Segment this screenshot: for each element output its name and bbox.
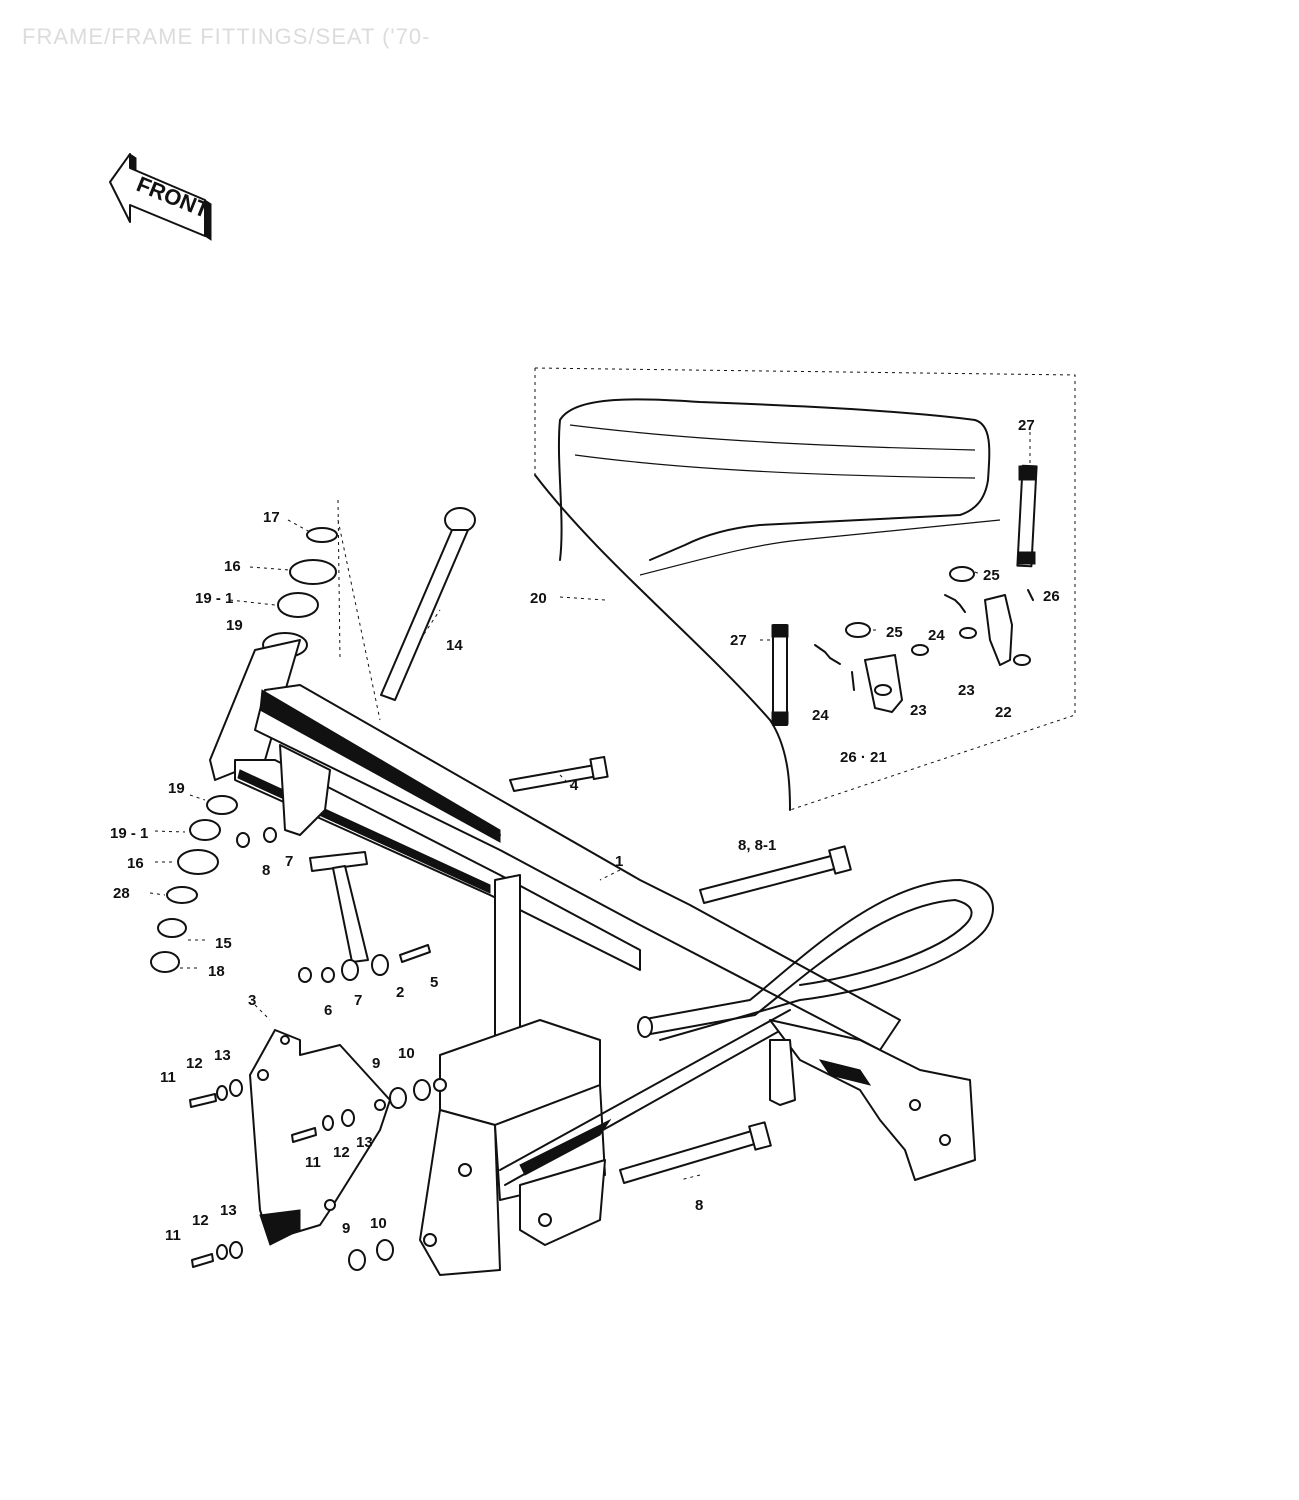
side-plate [249,1029,391,1246]
callout-10-upper: 10 [398,1045,415,1062]
callout-26-upper: 26 [1043,588,1060,605]
callout-13-upper: 13 [214,1047,231,1064]
callout-27-upper: 27 [1018,417,1035,434]
page-title: FRAME/FRAME FITTINGS/SEAT ('70- [22,24,431,49]
seat-strap-right [1016,464,1038,568]
front-arrow-icon: FRONT [109,153,213,241]
callout-6: 6 [324,1002,332,1019]
callout-12-upper: 12 [186,1055,203,1072]
bolt-14 [380,507,476,701]
callout-14: 14 [446,637,463,654]
callout-7-upper: 7 [285,853,293,870]
callout-18: 18 [208,963,225,980]
callout-5: 5 [430,974,438,991]
seat [534,398,1001,811]
callout-13-middle: 13 [356,1134,373,1151]
callout-9-lower: 9 [342,1220,350,1237]
engine-mount-bracket [236,827,431,983]
bolt-8-long [699,845,852,904]
callout-2: 2 [396,984,404,1001]
callout-labels: 17 16 19 - 1 19 14 20 27 27 25 25 26 24 … [110,417,1060,1244]
seat-group-outline [534,367,1076,811]
callout-11-lower: 11 [165,1227,181,1244]
callout-25-upper: 25 [983,567,1000,584]
callout-28: 28 [113,885,130,902]
callout-12-lower: 12 [192,1212,209,1229]
callout-15: 15 [215,935,232,952]
callout-7-lower: 7 [354,992,362,1009]
callout-13-lower: 13 [220,1202,237,1219]
callout-9-upper: 9 [372,1055,380,1072]
callout-3: 3 [248,992,256,1009]
callout-19-lower: 19 [168,780,185,797]
callout-26-21: 26 · 21 [840,749,887,766]
bolt-8-lower [619,1121,772,1184]
callout-19-1-lower: 19 - 1 [110,825,148,842]
callout-17: 17 [263,509,280,526]
callout-16-lower: 16 [127,855,144,872]
callout-24-upper: 24 [928,627,945,644]
callout-16: 16 [224,558,241,575]
callout-8-upper: 8 [262,862,270,879]
callout-24-lower: 24 [812,707,829,724]
callout-12-middle: 12 [333,1144,350,1161]
callout-4: 4 [570,777,579,794]
callout-27-lower: 27 [730,632,747,649]
callout-22: 22 [995,704,1012,721]
callout-25-lower: 25 [886,624,903,641]
head-fittings-bottom [150,795,238,973]
mount-bolts-and-nuts [189,1079,431,1271]
callout-8-8-1: 8, 8-1 [738,837,776,854]
callout-19: 19 [226,617,243,634]
bolt-4 [509,755,609,792]
seat-hinge-hardware [814,566,1034,713]
callout-11-upper: 11 [160,1069,176,1086]
callout-11-middle: 11 [305,1154,321,1171]
main-frame [209,639,994,1276]
callout-10-lower: 10 [370,1215,387,1232]
callout-8-lower: 8 [695,1197,703,1214]
callout-19-1: 19 - 1 [195,590,233,607]
leader-lines [149,432,1031,1181]
callout-23-right: 23 [958,682,975,699]
callout-23-left: 23 [910,702,927,719]
seat-strap-left [771,624,789,726]
callout-1: 1 [615,853,623,870]
callout-20: 20 [530,590,547,607]
